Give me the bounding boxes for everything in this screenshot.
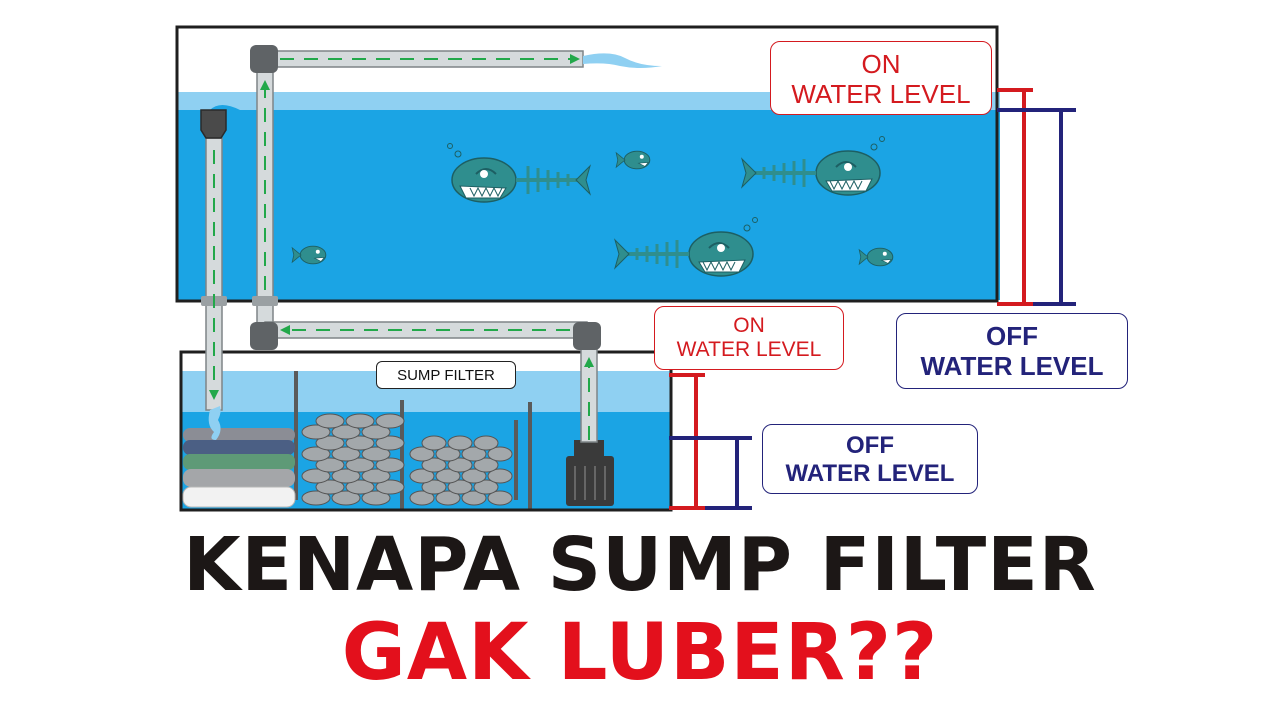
headline-line1: KENAPA SUMP FILTER	[183, 522, 1097, 608]
bio-ball	[409, 490, 435, 506]
bio-ball	[301, 446, 331, 462]
bio-ball	[461, 468, 487, 484]
bio-ball	[375, 413, 405, 429]
headline-line2: GAK LUBER??	[341, 608, 939, 698]
main-on-label-line1: ON	[861, 49, 901, 79]
bio-ball	[435, 446, 461, 462]
bio-ball	[301, 468, 331, 484]
main-tank-water	[177, 92, 1000, 300]
bio-ball	[331, 424, 361, 440]
bio-ball	[315, 413, 345, 429]
bio-ball	[375, 435, 405, 451]
bio-ball	[487, 446, 513, 462]
bio-ball	[361, 490, 391, 506]
pump-icon	[566, 440, 614, 506]
bio-ball-icon	[301, 413, 405, 506]
bio-ball	[345, 457, 375, 473]
bio-ball	[435, 490, 461, 506]
bio-ball	[331, 446, 361, 462]
bio-ball	[301, 424, 331, 440]
bio-ball	[421, 457, 447, 473]
bio-ball	[421, 435, 447, 451]
bio-ball	[473, 457, 499, 473]
main-off-label-line1: OFF	[986, 321, 1038, 351]
bio-ball	[421, 479, 447, 495]
sump-off-label-line2: WATER LEVEL	[785, 459, 955, 487]
bio-ball	[447, 457, 473, 473]
sump-on-label-line1: ON	[733, 314, 765, 337]
sump-off-label-line1: OFF	[846, 432, 894, 459]
bio-ball	[375, 457, 405, 473]
bio-ball-icon	[409, 435, 513, 506]
bio-ball	[409, 446, 435, 462]
bio-ball	[435, 468, 461, 484]
sump-filter-label: SUMP FILTER	[376, 361, 516, 389]
overflow-stream	[208, 406, 221, 440]
bio-ball	[301, 490, 331, 506]
bio-ball	[361, 446, 391, 462]
sump-on-water-level-label: ON WATER LEVEL	[654, 306, 844, 370]
bio-ball	[461, 490, 487, 506]
sump-on-level-bracket	[669, 373, 705, 510]
main-on-label-line2: WATER LEVEL	[791, 78, 971, 109]
main-off-level-bracket	[997, 108, 1076, 306]
bio-ball	[315, 479, 345, 495]
bio-ball	[375, 479, 405, 495]
main-on-water-level-label: ON WATER LEVEL	[770, 41, 992, 115]
bio-ball	[409, 468, 435, 484]
bio-ball	[345, 479, 375, 495]
bio-ball	[361, 468, 391, 484]
main-on-level-bracket	[997, 88, 1033, 306]
main-off-water-level-label: OFF WATER LEVEL	[896, 313, 1128, 389]
bio-ball	[487, 468, 513, 484]
bio-ball	[473, 479, 499, 495]
filter-media-icon	[182, 428, 296, 508]
bio-ball	[345, 435, 375, 451]
bio-ball	[361, 424, 391, 440]
flow-arrows	[209, 54, 594, 440]
bio-ball	[331, 468, 361, 484]
main-off-label-line2: WATER LEVEL	[920, 350, 1104, 381]
bio-ball	[447, 435, 473, 451]
bio-ball	[331, 490, 361, 506]
sump-off-water-level-label: OFF WATER LEVEL	[762, 424, 978, 494]
pipe-fittings	[201, 45, 601, 350]
bio-ball	[345, 413, 375, 429]
bio-ball	[461, 446, 487, 462]
bio-ball	[473, 435, 499, 451]
bio-ball	[315, 457, 345, 473]
bio-ball	[487, 490, 513, 506]
sump-on-label-line2: WATER LEVEL	[676, 338, 822, 362]
bio-ball	[447, 479, 473, 495]
return-spray	[583, 53, 662, 68]
sump-off-level-bracket	[669, 436, 752, 510]
bio-ball	[315, 435, 345, 451]
